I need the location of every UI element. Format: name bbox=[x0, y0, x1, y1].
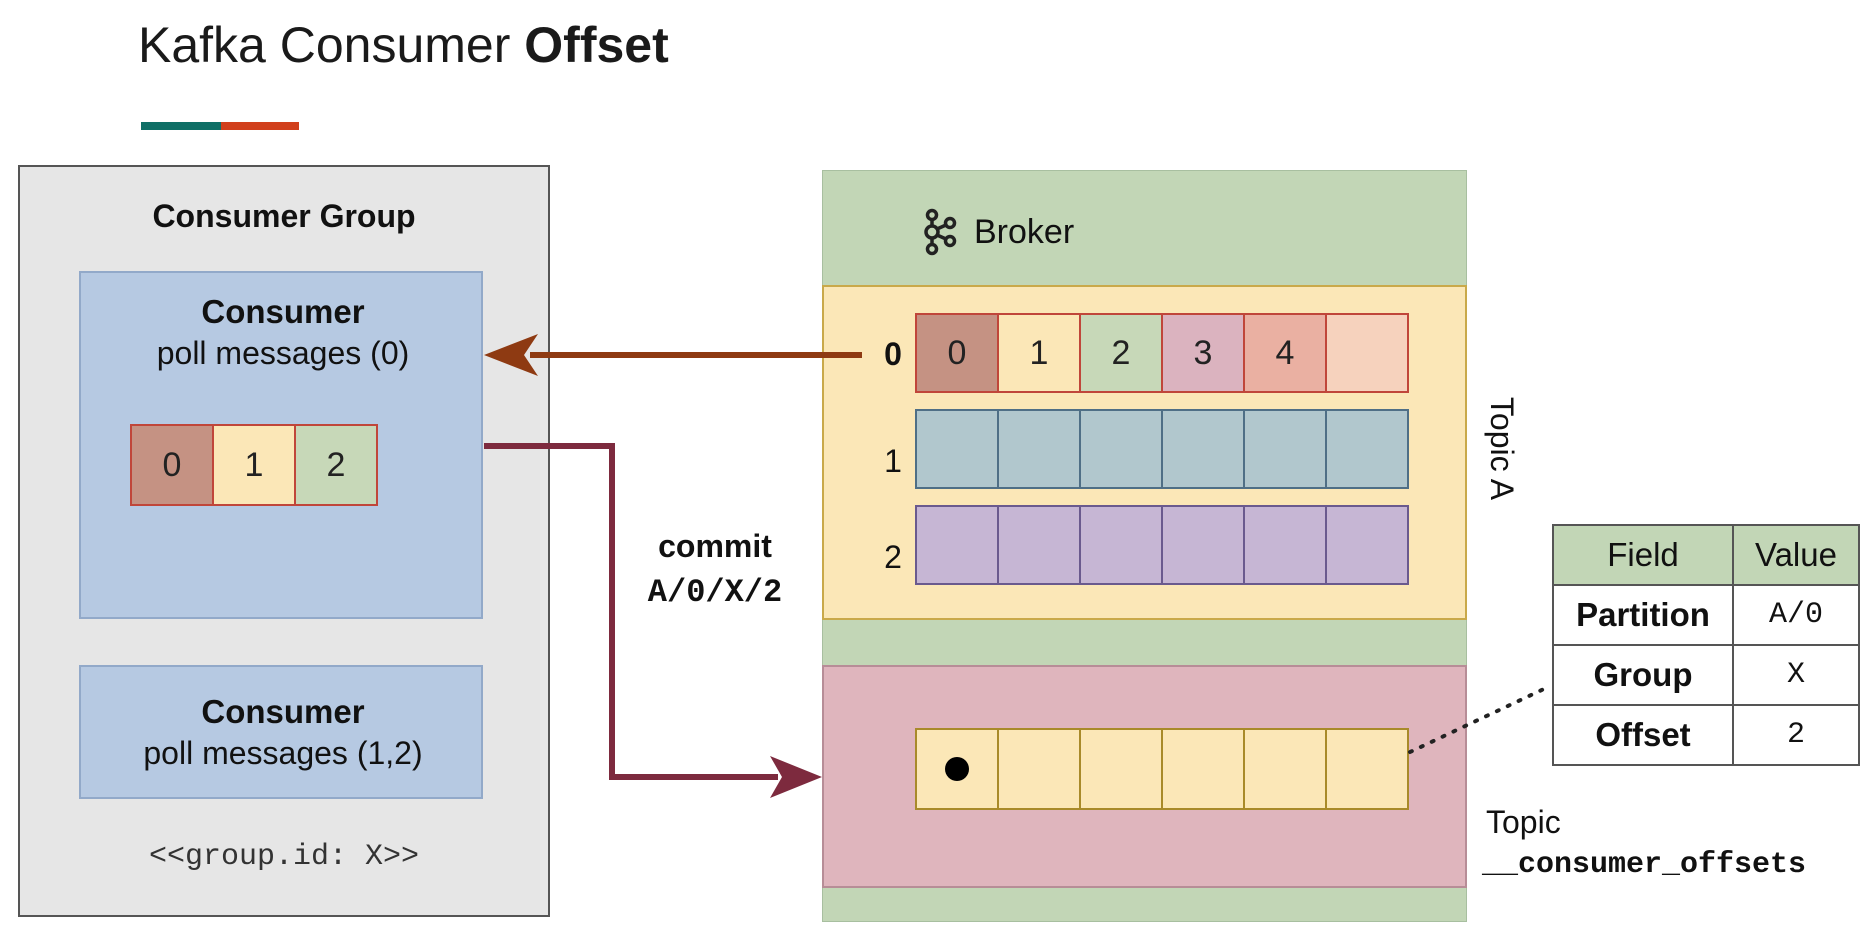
consumer-2-title: Consumer bbox=[201, 693, 365, 730]
table-cell-field: Partition bbox=[1552, 584, 1734, 646]
partition-1-cell-0 bbox=[915, 409, 999, 489]
table-cell-field: Group bbox=[1552, 644, 1734, 706]
consumer-message-0: 0 bbox=[130, 424, 214, 506]
offset-record-dot bbox=[945, 757, 969, 781]
partition-0-cell-0: 0 bbox=[915, 313, 999, 393]
partition-2-cell-1 bbox=[997, 505, 1081, 585]
consumer-box-2: Consumer poll messages (1,2) bbox=[79, 665, 483, 799]
partition-1-cell-5 bbox=[1325, 409, 1409, 489]
commit-label: commit bbox=[658, 528, 772, 564]
table-header-row: Field Value bbox=[1552, 524, 1860, 586]
offsets-cell-0 bbox=[915, 728, 999, 810]
table-cell-value: X bbox=[1732, 644, 1860, 706]
table-cell-field: Offset bbox=[1552, 704, 1734, 766]
broker-header: Broker bbox=[920, 208, 1074, 256]
consumer-group-title: Consumer Group bbox=[152, 198, 416, 234]
table-row: Partition A/0 bbox=[1552, 584, 1860, 646]
partition-0-cell-2: 2 bbox=[1079, 313, 1163, 393]
consumer-message-1: 1 bbox=[212, 424, 296, 506]
table-row: Offset 2 bbox=[1552, 704, 1860, 766]
title-underline-teal bbox=[141, 122, 221, 130]
title-underline-orange bbox=[221, 122, 299, 130]
commit-value: A/0/X/2 bbox=[647, 574, 783, 611]
partition-label-2: 2 bbox=[884, 539, 902, 575]
partition-0-cell-1: 1 bbox=[997, 313, 1081, 393]
partition-0-cell-4: 4 bbox=[1243, 313, 1327, 393]
partition-label-0: 0 bbox=[884, 336, 902, 372]
commit-arrow-line bbox=[484, 443, 778, 780]
commit-arrow-head bbox=[770, 756, 822, 798]
broker-label: Broker bbox=[974, 212, 1075, 251]
partition-2-cell-5 bbox=[1325, 505, 1409, 585]
offset-record-table: Field Value Partition A/0 Group X Offset… bbox=[1552, 524, 1860, 766]
offsets-cell-3 bbox=[1161, 728, 1245, 810]
partition-label-1: 1 bbox=[884, 443, 902, 479]
offsets-cell-5 bbox=[1325, 728, 1409, 810]
table-header-field: Field bbox=[1552, 524, 1734, 586]
kafka-logo-icon bbox=[924, 208, 957, 256]
consumer-2-subtitle: poll messages (1,2) bbox=[143, 735, 423, 771]
table-row: Group X bbox=[1552, 644, 1860, 706]
poll-arrow-head bbox=[484, 334, 538, 376]
record-dotted-connector bbox=[1408, 686, 1548, 754]
page-title: Kafka Consumer Offset bbox=[138, 17, 669, 73]
partition-0-cell-5 bbox=[1325, 313, 1409, 393]
consumer-1-title: Consumer bbox=[201, 293, 365, 330]
partition-2-cell-0 bbox=[915, 505, 999, 585]
table-cell-value: A/0 bbox=[1732, 584, 1860, 646]
consumer-1-subtitle: poll messages (0) bbox=[156, 335, 410, 371]
consumer-message-2: 2 bbox=[294, 424, 378, 506]
partition-1-cell-4 bbox=[1243, 409, 1327, 489]
offsets-topic-name: __consumer_offsets bbox=[1482, 848, 1807, 882]
partition-1-cell-1 bbox=[997, 409, 1081, 489]
table-header-value: Value bbox=[1732, 524, 1860, 586]
offsets-topic-label: Topic bbox=[1486, 804, 1561, 840]
partition-2-cell-4 bbox=[1243, 505, 1327, 585]
table-cell-value: 2 bbox=[1732, 704, 1860, 766]
partition-2-cell-2 bbox=[1079, 505, 1163, 585]
group-id-label: <<group.id: X>> bbox=[148, 840, 420, 874]
offsets-cell-2 bbox=[1079, 728, 1163, 810]
